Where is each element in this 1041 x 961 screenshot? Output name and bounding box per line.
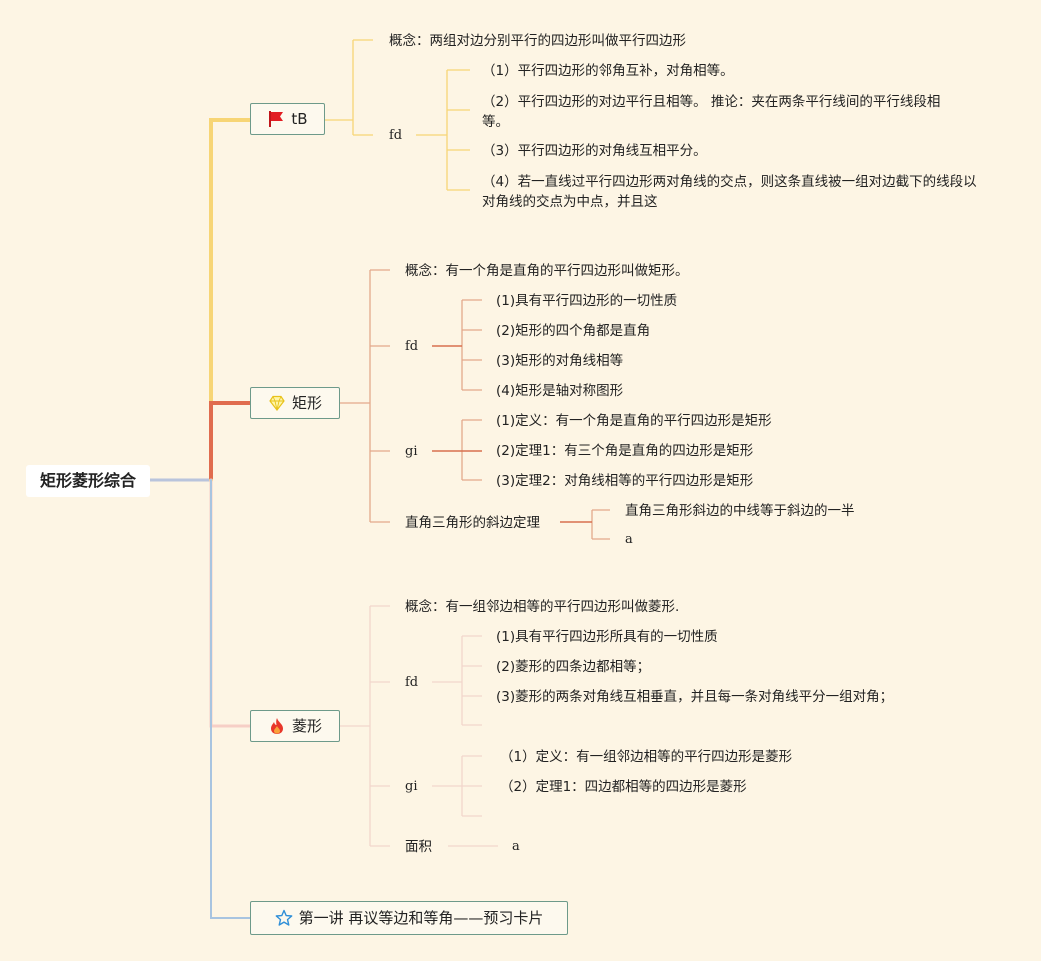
branch-rhombus-label: 菱形 xyxy=(291,717,322,735)
rect-fd-label[interactable]: fd xyxy=(405,339,419,354)
branch-tb-label: tB xyxy=(291,110,308,128)
tb-concept[interactable]: 概念：两组对边分别平行的四边形叫做平行四边形 xyxy=(389,33,686,49)
rhombus-concept[interactable]: 概念：有一组邻边相等的平行四边形叫做菱形. xyxy=(405,599,680,615)
tb-fd-item-3[interactable]: （3）平行四边形的对角线互相平分。 xyxy=(482,143,707,159)
rect-hyp-label[interactable]: 直角三角形的斜边定理 xyxy=(405,515,540,531)
rect-gi-item-3[interactable]: (3)定理2：对角线相等的平行四边形是矩形 xyxy=(496,473,754,489)
branch-preview-card-label: 第一讲 再议等边和等角——预习卡片 xyxy=(298,909,544,927)
rhombus-fd-item-2[interactable]: (2)菱形的四条边都相等； xyxy=(496,659,651,675)
rhombus-area-label[interactable]: 面积 xyxy=(405,839,432,855)
rhombus-fd-item-1[interactable]: (1)具有平行四边形所具有的一切性质 xyxy=(496,629,718,645)
rhombus-gi-item-2[interactable]: （2）定理1：四边都相等的四边形是菱形 xyxy=(500,779,747,795)
rect-hyp-item-2[interactable]: a xyxy=(625,532,633,547)
tb-fd-item-2[interactable]: （2）平行四边形的对边平行且相等。 推论：夹在两条平行线间的平行线段相等。 xyxy=(482,94,941,130)
rect-fd-item-1[interactable]: (1)具有平行四边形的一切性质 xyxy=(496,293,678,309)
root-topic[interactable]: 矩形菱形综合 xyxy=(26,465,150,497)
tb-fd-item-1[interactable]: （1）平行四边形的邻角互补，对角相等。 xyxy=(482,63,734,79)
rect-gi-item-1[interactable]: (1)定义：有一个角是直角的平行四边形是矩形 xyxy=(496,413,772,429)
rect-fd-item-2[interactable]: (2)矩形的四个角都是直角 xyxy=(496,323,651,339)
branch-rectangle-label: 矩形 xyxy=(291,394,322,412)
branch-preview-card[interactable]: 第一讲 再议等边和等角——预习卡片 xyxy=(250,901,568,935)
rhombus-area-value[interactable]: a xyxy=(512,839,520,854)
branch-rhombus[interactable]: 菱形 xyxy=(250,710,340,742)
rhombus-fd-item-3[interactable]: (3)菱形的两条对角线互相垂直，并且每一条对角线平分一组对角； xyxy=(496,689,894,705)
star-outline-icon xyxy=(275,909,293,927)
fire-icon xyxy=(268,717,286,735)
rect-fd-item-3[interactable]: (3)矩形的对角线相等 xyxy=(496,353,624,369)
rect-gi-label[interactable]: gi xyxy=(405,444,418,459)
tb-fd-label[interactable]: fd xyxy=(389,128,403,143)
rect-gi-item-2[interactable]: (2)定理1：有三个角是直角的四边形是矩形 xyxy=(496,443,754,459)
rect-concept[interactable]: 概念：有一个角是直角的平行四边形叫做矩形。 xyxy=(405,263,689,279)
branch-tb[interactable]: tB xyxy=(250,103,325,135)
red-flag-icon xyxy=(267,110,285,128)
tb-fd-item-4[interactable]: （4）若一直线过平行四边形两对角线的交点，则这条直线被一组对边截下的线段以对角线… xyxy=(482,174,977,210)
branch-rectangle[interactable]: 矩形 xyxy=(250,387,340,419)
rect-fd-item-4[interactable]: (4)矩形是轴对称图形 xyxy=(496,383,624,399)
rect-hyp-item-1[interactable]: 直角三角形斜边的中线等于斜边的一半 xyxy=(625,503,855,519)
rhombus-gi-item-1[interactable]: （1）定义：有一组邻边相等的平行四边形是菱形 xyxy=(500,749,793,765)
rhombus-gi-label[interactable]: gi xyxy=(405,779,418,794)
rhombus-fd-label[interactable]: fd xyxy=(405,675,419,690)
diamond-icon xyxy=(268,394,286,412)
